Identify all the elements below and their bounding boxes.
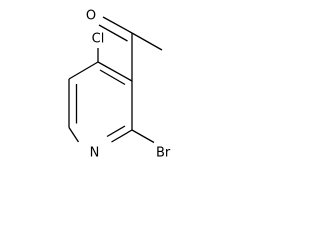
nitrogen-label: N	[90, 146, 100, 161]
bond-c6-n1-inner	[106, 125, 126, 138]
bond-c6-n1	[111, 129, 133, 143]
substituent-bonds	[97, 16, 163, 144]
bond-carbonyl-methyl	[131, 32, 163, 51]
bond-carbonyl-oxygen-inner	[98, 24, 128, 42]
atom-labels: O Cl N Br	[86, 9, 171, 161]
oxygen-label: O	[86, 9, 96, 24]
bond-c4-c5	[97, 61, 133, 82]
bromine-label: Br	[156, 146, 171, 161]
bond-n1-c2	[68, 127, 80, 143]
bond-c3-c4	[68, 61, 99, 80]
chlorine-label: Cl	[92, 32, 105, 47]
chemical-structure: O Cl N Br	[68, 9, 171, 161]
bond-carbonyl-oxygen-outer	[102, 16, 133, 34]
bond-c4-c5-inner	[99, 69, 126, 86]
bond-c6-bromine	[131, 129, 155, 144]
pyridine-ring	[68, 61, 133, 143]
